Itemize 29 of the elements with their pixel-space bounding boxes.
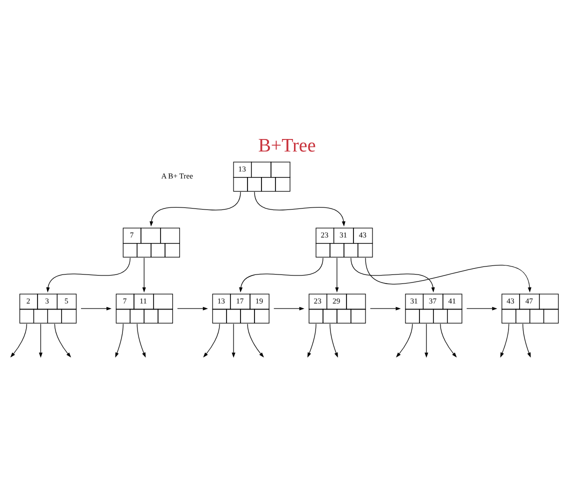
- arrow: [46, 257, 130, 292]
- arrow: [335, 257, 339, 292]
- arrow: [466, 306, 498, 310]
- arrow: [136, 323, 146, 358]
- arrow: [239, 257, 324, 292]
- arrow: [177, 306, 208, 310]
- arrow: [54, 323, 72, 357]
- arrow: [307, 323, 316, 358]
- arrow: [38, 323, 42, 358]
- diagram-title: B+Tree: [258, 134, 316, 156]
- arrow: [365, 257, 532, 292]
- arrow: [500, 323, 510, 358]
- arrow: [396, 323, 413, 357]
- arrow: [370, 306, 401, 310]
- arrow: [115, 323, 124, 358]
- arrow: [350, 257, 435, 292]
- arrow: [522, 323, 531, 358]
- arrow: [232, 323, 236, 358]
- arrow: [150, 191, 241, 226]
- arrow: [424, 323, 428, 358]
- arrow: [274, 306, 304, 310]
- arrow: [80, 306, 112, 310]
- arrow: [330, 323, 338, 358]
- arrow: [142, 257, 146, 292]
- arrow: [247, 323, 264, 357]
- arrow: [203, 323, 220, 357]
- arrow: [10, 323, 28, 357]
- arrow: [440, 323, 457, 357]
- arrow: [254, 191, 346, 226]
